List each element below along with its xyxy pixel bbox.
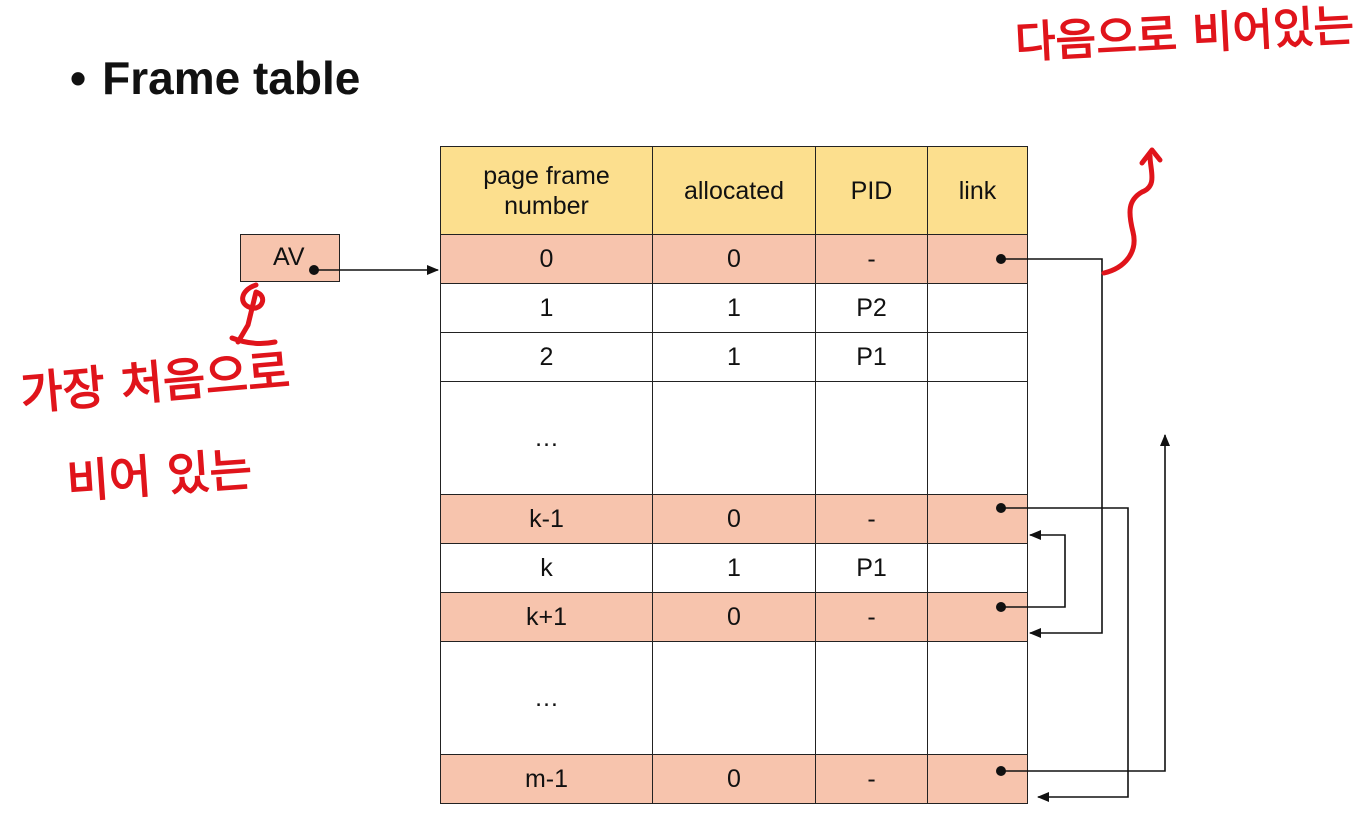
annotation-left-line1: 가장 처음으로 — [18, 344, 292, 421]
cell-pid: - — [815, 754, 928, 804]
cell-pid: - — [815, 592, 928, 642]
cell-allocated — [652, 641, 816, 755]
header-pid: PID — [815, 146, 928, 235]
table-row: k-1 0 - — [440, 494, 1028, 544]
annotation-top-right: 다음으로 비어있는 — [1014, 0, 1355, 69]
annotation-left-line2: 비어 있는 — [65, 442, 254, 509]
cell-link — [927, 641, 1028, 755]
av-label: AV — [273, 243, 305, 271]
cell-pid: - — [815, 234, 928, 284]
cell-pid: - — [815, 494, 928, 544]
table-row: 1 1 P2 — [440, 283, 1028, 333]
header-allocated: allocated — [652, 146, 816, 235]
cell-frame: k — [440, 543, 653, 593]
cell-frame: k+1 — [440, 592, 653, 642]
cell-link — [927, 381, 1028, 495]
cell-frame: … — [440, 381, 653, 495]
cell-pid: P1 — [815, 332, 928, 382]
cell-frame: m-1 — [440, 754, 653, 804]
cell-allocated: 0 — [652, 592, 816, 642]
header-page-frame-number: page frame number — [440, 146, 653, 235]
table-row-ellipsis: … — [440, 641, 1028, 755]
cell-frame: 0 — [440, 234, 653, 284]
cell-frame: k-1 — [440, 494, 653, 544]
cell-allocated: 0 — [652, 754, 816, 804]
cell-pid: P1 — [815, 543, 928, 593]
av-pointer-box: AV — [240, 234, 340, 282]
cell-frame: 1 — [440, 283, 653, 333]
cell-allocated: 1 — [652, 543, 816, 593]
red-arrow-av-down — [229, 282, 278, 346]
cell-link — [927, 234, 1028, 284]
cell-link — [927, 494, 1028, 544]
slide-title: • Frame table — [70, 48, 360, 108]
frame-table: page frame number allocated PID link 0 0… — [440, 146, 1028, 804]
table-row-ellipsis: … — [440, 381, 1028, 495]
cell-allocated — [652, 381, 816, 495]
table-row: 0 0 - — [440, 234, 1028, 284]
cell-frame: 2 — [440, 332, 653, 382]
table-header-row: page frame number allocated PID link — [440, 146, 1028, 235]
title-text: Frame table — [102, 52, 361, 104]
cell-pid — [815, 641, 928, 755]
cell-link — [927, 592, 1028, 642]
cell-allocated: 1 — [652, 332, 816, 382]
cell-link — [927, 283, 1028, 333]
cell-link — [927, 332, 1028, 382]
cell-allocated: 0 — [652, 234, 816, 284]
bullet: • — [70, 52, 87, 104]
cell-pid: P2 — [815, 283, 928, 333]
cell-allocated: 1 — [652, 283, 816, 333]
cell-frame: … — [440, 641, 653, 755]
red-arrow-link-up — [1101, 147, 1163, 276]
cell-allocated: 0 — [652, 494, 816, 544]
header-link: link — [927, 146, 1028, 235]
cell-link — [927, 543, 1028, 593]
cell-link — [927, 754, 1028, 804]
table-row: 2 1 P1 — [440, 332, 1028, 382]
table-row: k+1 0 - — [440, 592, 1028, 642]
table-row: m-1 0 - — [440, 754, 1028, 804]
cell-pid — [815, 381, 928, 495]
table-row: k 1 P1 — [440, 543, 1028, 593]
